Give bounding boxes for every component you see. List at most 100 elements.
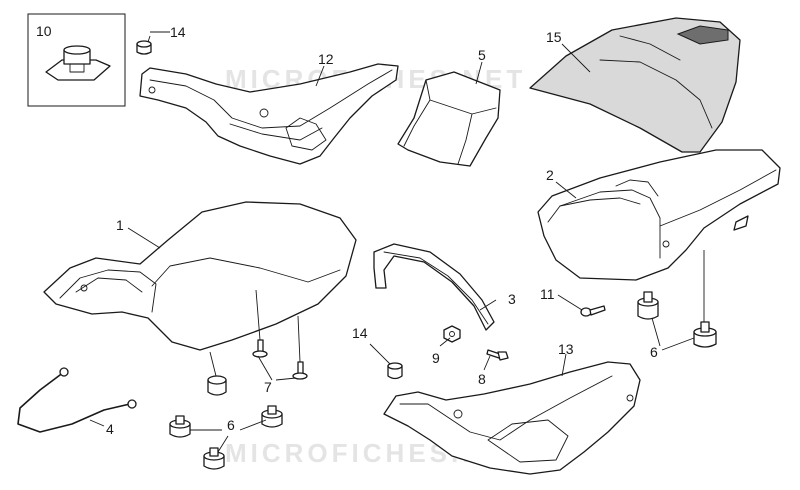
leader-9 (439, 337, 451, 347)
part-12-side-panel (139, 63, 399, 165)
label-15: 15 (546, 29, 562, 45)
panel-12-lower-edge (229, 123, 323, 141)
cowl-2-inner (559, 197, 641, 207)
part-2-tail-cowl (537, 149, 781, 281)
panel-12-outline (139, 63, 399, 165)
grommet-6-right-a (637, 291, 659, 320)
panel-13-outline (383, 361, 641, 475)
grommet-6-left-b (169, 415, 191, 438)
cowl-2-hole (662, 240, 670, 248)
leader-6-left-c (239, 419, 267, 431)
seat-1-outline (43, 201, 357, 351)
clip-slot (69, 63, 85, 73)
cover-5-fold (425, 79, 497, 115)
label-8: 8 (478, 371, 486, 387)
panel-13-vent (487, 419, 569, 463)
cover-5-crease (457, 113, 473, 165)
panel-13-hole-rear (626, 394, 634, 402)
label-5: 5 (478, 47, 486, 63)
part-11-screw (580, 305, 606, 317)
label-13: 13 (558, 341, 574, 357)
panel-12-vent (285, 117, 327, 151)
panel-12-hole (259, 108, 269, 118)
cowl-2-ridge (615, 179, 659, 197)
grommet-6-right-b (693, 321, 717, 348)
label-3: 3 (508, 291, 516, 307)
leader-7-b (297, 315, 301, 363)
part-9-nut (443, 325, 461, 343)
part-7-screws (252, 339, 308, 380)
cable-4-end-b (127, 399, 137, 409)
leader-lines (89, 31, 705, 453)
label-1: 1 (116, 217, 124, 233)
leader-6-left-d (217, 435, 229, 453)
part-13-side-panel (383, 361, 641, 475)
clip-top (63, 45, 91, 55)
grommet-6-left-a (207, 375, 227, 396)
leader-7-c (257, 355, 273, 381)
handle-3-ridge (383, 251, 489, 325)
screw-11-head (580, 307, 592, 317)
leader-15 (561, 43, 591, 73)
label-11: 11 (540, 286, 555, 302)
bolt-8-head (497, 351, 509, 361)
nut-9 (443, 325, 461, 343)
label-12: 12 (318, 51, 334, 67)
seat-1-tray-inner (75, 277, 143, 293)
grommet-6-left-d (203, 447, 225, 470)
seat-cover-seam-2 (619, 35, 681, 61)
part-14-grommet-bottom (387, 362, 403, 380)
leader-14-top-b (147, 35, 151, 43)
part-6-grommets-right (637, 291, 717, 348)
part-4-cable (17, 367, 137, 433)
leader-14-bottom (369, 343, 391, 365)
leader-1 (127, 227, 161, 249)
leader-7-a (255, 289, 261, 341)
clip-base (45, 59, 111, 81)
leader-5 (475, 61, 483, 85)
label-14-top: 14 (170, 24, 186, 40)
label-4: 4 (106, 421, 114, 437)
panel-13-hole (453, 409, 463, 419)
leader-6-right-a (661, 337, 695, 351)
part-10-clip (27, 13, 126, 107)
label-7: 7 (264, 379, 272, 395)
handle-3-outline (373, 243, 495, 331)
part-5-cover (397, 71, 501, 167)
label-14-bottom: 14 (352, 325, 368, 341)
cowl-2-tab (733, 215, 749, 231)
seat-1-seam (151, 257, 341, 287)
seat-cover-top-dark (676, 25, 729, 45)
screw-7-a (252, 339, 268, 358)
nut-9-hole (449, 331, 455, 337)
label-6-left: 6 (227, 417, 235, 433)
leader-13 (561, 353, 567, 377)
part-3-handle (373, 243, 495, 331)
leader-3 (479, 299, 497, 311)
label-10: 10 (36, 23, 52, 39)
panel-12-ridge (149, 69, 393, 129)
leader-4 (89, 419, 105, 427)
seat-1-hole (80, 284, 88, 292)
cover-5-outline (397, 71, 501, 167)
label-9: 9 (432, 350, 440, 366)
panel-12-hole-front (148, 86, 156, 94)
leader-6-right-b (651, 317, 661, 347)
leader-12 (315, 65, 325, 87)
cable-4-wire (17, 371, 131, 433)
screw-7-b (292, 361, 308, 380)
seat-cover-outline (529, 17, 741, 153)
seat-cover-seam (599, 59, 713, 129)
grommet-6-left-c (261, 405, 283, 428)
part-10-box (27, 13, 126, 107)
label-2: 2 (546, 167, 554, 183)
leader-6-left-a (209, 351, 217, 377)
leader-8 (483, 355, 491, 371)
part-8-bolt (486, 349, 509, 361)
panel-13-ridge (399, 375, 613, 441)
cable-4-end-a (59, 367, 69, 377)
grommet-top-cap (136, 40, 152, 48)
leader-11 (557, 294, 583, 311)
